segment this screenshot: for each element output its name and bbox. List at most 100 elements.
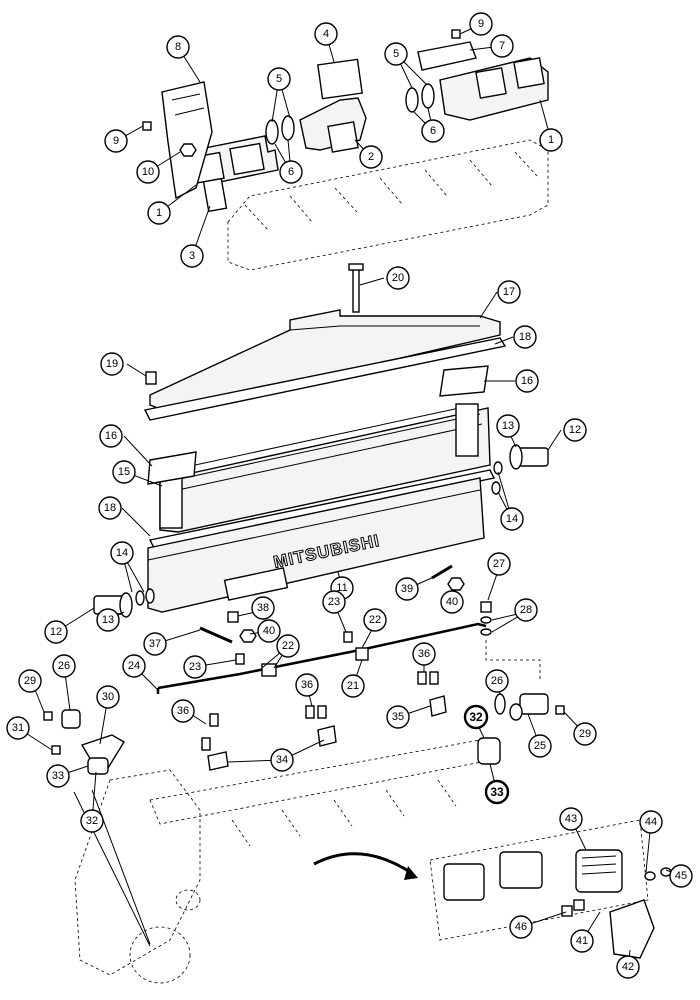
svg-text:9: 9 [478,18,484,30]
callout-44: 44 [639,810,663,834]
air-cooler-assembly: MITSUBISHI [93,263,549,644]
callout-40-right: 40 [440,590,464,614]
callout-26-right: 26 [485,669,509,693]
svg-text:6: 6 [430,125,436,137]
callout-36-right: 36 [412,642,436,666]
svg-text:38: 38 [257,602,269,614]
svg-text:11: 11 [336,582,347,594]
callout-16-left: 16 [99,424,123,448]
callout-40-left: 40 [257,619,281,643]
callout-1-right: 1 [539,128,563,152]
callout-10: 10 [136,160,160,184]
callout-33-right: 33 [484,779,510,805]
callout-14-left: 14 [110,541,134,565]
callout-21: 21 [341,674,365,698]
svg-text:29: 29 [24,675,36,687]
callout-22-left: 22 [276,634,300,658]
svg-text:33: 33 [490,785,504,799]
water-pipe-assembly [43,601,565,984]
callout-bubbles: 8 4 9 5 5 7 9 10 6 1 2 6 1 3 20 17 18 19… [6,12,693,979]
callout-45: 45 [669,864,693,888]
svg-text:9: 9 [113,135,119,147]
callout-41: 41 [570,929,594,953]
svg-text:40: 40 [263,625,275,637]
svg-text:24: 24 [128,660,140,672]
svg-text:25: 25 [534,740,546,752]
svg-text:12: 12 [569,424,581,436]
svg-text:6: 6 [288,166,294,178]
callout-15: 15 [112,460,136,484]
svg-text:22: 22 [369,614,381,626]
svg-text:3: 3 [189,250,195,262]
callout-34: 34 [270,748,294,772]
svg-text:39: 39 [401,583,413,595]
svg-text:35: 35 [392,711,404,723]
svg-text:33: 33 [52,770,64,782]
callout-24: 24 [122,654,146,678]
callout-4: 4 [314,22,338,46]
svg-text:22: 22 [282,640,294,652]
callout-32-right: 32 [463,704,489,730]
callout-29-left: 29 [18,669,42,693]
callout-23-top: 23 [322,590,346,614]
svg-text:8: 8 [175,41,181,53]
oil-cooler-assembly [429,819,672,959]
svg-text:32: 32 [86,815,98,827]
svg-text:20: 20 [392,272,404,284]
svg-text:5: 5 [276,73,282,85]
callout-35: 35 [386,705,410,729]
callout-36-left: 36 [171,699,195,723]
svg-text:28: 28 [520,604,532,616]
callout-12-right: 12 [563,418,587,442]
svg-text:36: 36 [418,648,430,660]
callout-22-right: 22 [363,608,387,632]
callout-30: 30 [96,685,120,709]
callout-16-right: 16 [515,369,539,393]
svg-text:30: 30 [102,691,114,703]
callout-31: 31 [6,716,30,740]
svg-text:29: 29 [579,728,591,740]
callout-5-left: 5 [267,67,291,91]
svg-text:44: 44 [645,816,657,828]
svg-text:41: 41 [576,935,588,947]
svg-text:12: 12 [50,626,62,638]
svg-text:14: 14 [506,513,518,525]
svg-text:7: 7 [499,40,505,52]
exhaust-manifold-assembly [142,29,549,271]
callout-29-right: 29 [573,722,597,746]
callout-28: 28 [514,598,538,622]
callout-9-top: 9 [469,12,493,36]
svg-text:14: 14 [116,547,128,559]
svg-text:23: 23 [328,596,340,608]
callout-27: 27 [487,552,511,576]
callout-14-right: 14 [500,507,524,531]
svg-text:4: 4 [323,28,329,40]
callout-37: 37 [143,632,167,656]
callout-18-top: 18 [513,325,537,349]
callout-7: 7 [490,34,514,58]
svg-text:40: 40 [446,596,458,608]
svg-text:13: 13 [102,614,114,626]
callout-6-left: 6 [279,160,303,184]
svg-text:43: 43 [565,813,577,825]
callout-2: 2 [359,145,383,169]
callout-17: 17 [497,280,521,304]
callout-19: 19 [100,352,124,376]
svg-text:13: 13 [502,420,514,432]
svg-text:26: 26 [491,675,503,687]
svg-text:32: 32 [469,710,483,724]
callout-1-left: 1 [147,201,171,225]
callout-9-left: 9 [104,129,128,153]
svg-text:23: 23 [189,661,201,673]
svg-text:36: 36 [301,679,313,691]
svg-text:18: 18 [104,502,116,514]
svg-text:16: 16 [521,375,533,387]
callout-36-middle: 36 [295,673,319,697]
svg-text:15: 15 [118,466,130,478]
callout-13-left: 13 [96,608,120,632]
callout-13-right: 13 [496,414,520,438]
svg-text:27: 27 [493,558,505,570]
svg-text:16: 16 [105,430,117,442]
svg-text:37: 37 [149,638,161,650]
callout-3: 3 [180,244,204,268]
